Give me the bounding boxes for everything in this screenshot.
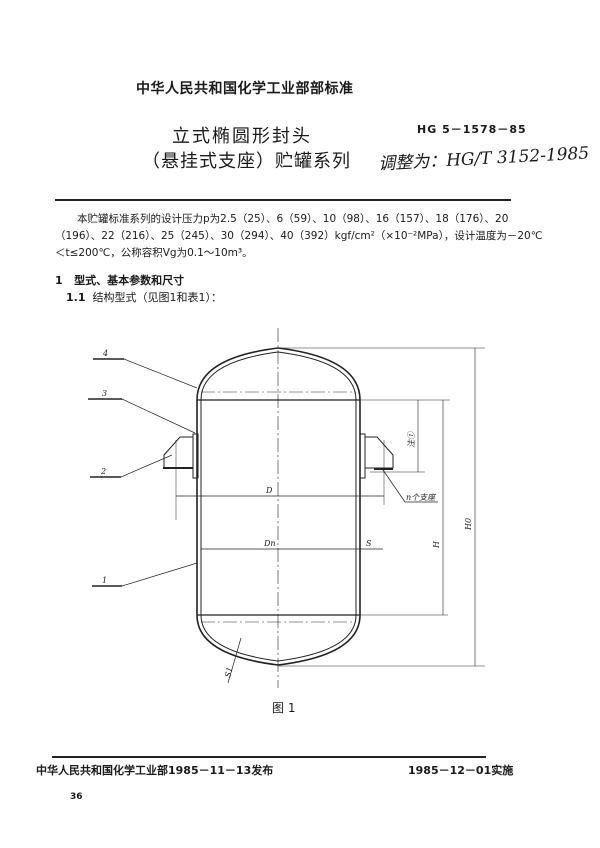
part-label-4: 4: [102, 349, 108, 358]
dim-H: H: [432, 540, 441, 549]
dim-Dn: Dn: [263, 539, 276, 548]
figure-caption: 图 1: [272, 701, 296, 715]
part-label-3: 3: [102, 389, 107, 398]
part-label-1: 1: [102, 576, 107, 585]
title-line-2: （悬挂式支座）贮罐系列: [142, 151, 351, 172]
issuing-authority: 中华人民共和国化学工业部部标准: [136, 81, 354, 97]
dim-note: 注①: [407, 430, 416, 448]
dim-S: S: [366, 539, 372, 548]
dim-S1: S1: [223, 666, 234, 679]
right-support: [359, 433, 394, 505]
part-label-2: 2: [100, 467, 106, 476]
subsection-heading: 1.1 结构型式（见图1和表1）：: [66, 291, 222, 304]
dim-D: D: [265, 486, 273, 495]
footer-rule: [52, 756, 486, 758]
page-number: 36: [70, 792, 83, 802]
title-line-1: 立式椭圆形封头: [172, 126, 312, 147]
effective-date: 1985－12－01实施: [408, 764, 514, 777]
standard-code: HG 5－1578－85: [417, 123, 527, 136]
intro-paragraph: 本贮罐标准系列的设计压力p为2.5（25）、6（59）、10（98）、16（15…: [55, 213, 543, 259]
issue-date: 中华人民共和国化学工业部1985－11－13发布: [36, 764, 274, 777]
section-heading: 1 型式、基本参数和尺寸: [55, 274, 185, 287]
supports-label: n个支座: [406, 493, 437, 502]
header-rule: [55, 199, 511, 201]
dim-H0: H0: [464, 518, 473, 531]
left-support: [163, 433, 199, 520]
